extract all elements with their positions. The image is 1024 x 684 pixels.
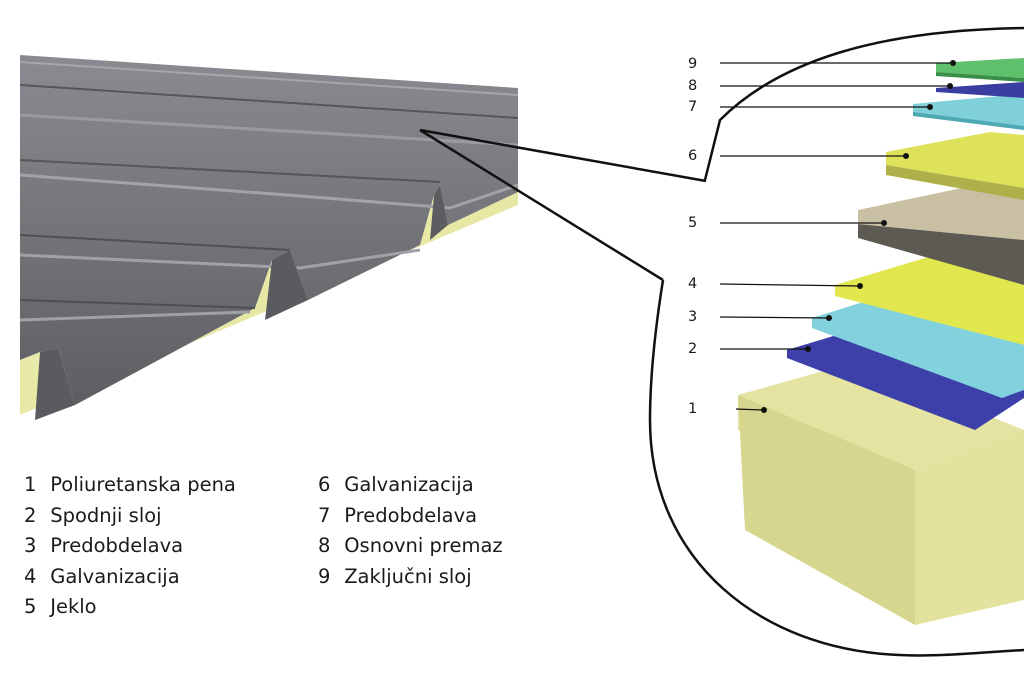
panel-rib-line [19, 159, 441, 183]
layer-3-slab [812, 292, 1024, 398]
panel-rib-line [19, 234, 291, 251]
legend-number: 4 [24, 564, 37, 588]
legend-label: Galvanizacija [344, 473, 474, 496]
panel-rib-line [19, 248, 421, 270]
dot-1 [761, 407, 767, 413]
callout-label-6: 6 [688, 148, 698, 164]
legend-label: Predobdelava [50, 534, 184, 557]
layer-7-edge [913, 112, 1024, 130]
legend-number: 5 [24, 595, 37, 618]
magnifier [419, 26, 1024, 657]
leader-1 [735, 408, 765, 411]
leader-3 [719, 316, 830, 319]
panel-rib-line [19, 61, 519, 96]
legend-item: 1 Poliuretanska pena [24, 470, 236, 501]
legend-label: Osnovni premaz [344, 534, 503, 557]
layer-4-slab [835, 255, 1024, 345]
panel-rib-line [19, 173, 519, 210]
callout-label-8: 8 [688, 78, 698, 94]
dot-4 [857, 283, 863, 289]
callout-label-3: 3 [688, 309, 698, 325]
dot-7 [927, 104, 933, 110]
layer-8-slab [936, 82, 1024, 98]
legend-number: 1 [24, 473, 37, 496]
layer-6-slab [886, 132, 1024, 188]
legend-label: Spodnji sloj [50, 503, 162, 527]
panel-rib [35, 348, 75, 420]
magnifier-outline [648, 26, 1024, 657]
callout-label-1: 1 [688, 401, 698, 417]
legend-number: 9 [318, 564, 331, 588]
legend-number: 2 [24, 503, 37, 527]
legend-label: Poliuretanska pena [50, 473, 236, 496]
layer-9-edge [936, 72, 1024, 82]
callout-label-2: 2 [688, 341, 698, 357]
legend-number: 6 [318, 473, 331, 496]
roof-panel [19, 55, 519, 420]
legend-number: 8 [318, 534, 331, 557]
legend-label: Predobdelava [344, 503, 478, 527]
legend-item: 9 Zaključni sloj [318, 562, 503, 593]
legend-number: 7 [318, 503, 331, 527]
callout-leaders [719, 62, 953, 411]
layer-2-slab [787, 325, 1024, 430]
panel-rib-line [19, 84, 519, 119]
legend-item: 7 Predobdelava [318, 501, 503, 532]
layer-1-foam-side [915, 430, 1024, 625]
legend-label: Jeklo [50, 595, 97, 618]
layer-1-foam-front [738, 395, 915, 625]
panel-metal-surface [20, 55, 518, 405]
legend-column-right: 6 Galvanizacija 7 Predobdelava 8 Osnovni… [318, 470, 503, 592]
callout-dots [761, 60, 956, 413]
legend-column-left: 1 Poliuretanska pena 2 Spodnji sloj 3 Pr… [24, 470, 236, 623]
panel-rib [265, 250, 308, 320]
dot-2 [805, 346, 811, 352]
legend-item: 6 Galvanizacija [318, 470, 503, 501]
layer-5-front [858, 224, 1024, 285]
callout-label-5: 5 [688, 215, 698, 231]
panel-rib [430, 185, 448, 240]
callout-label-4: 4 [688, 276, 698, 292]
legend-item: 8 Osnovni premaz [318, 531, 503, 562]
layer-7-slab [913, 96, 1024, 128]
callout-label-7: 7 [688, 99, 698, 115]
layer-6-edge [886, 165, 1024, 200]
legend-item: 3 Predobdelava [24, 531, 236, 562]
dot-5 [881, 220, 887, 226]
legend-item: 4 Galvanizacija [24, 562, 236, 593]
layer-9-slab [936, 58, 1024, 78]
legend-item: 5 Jeklo [24, 592, 236, 623]
magnifier-connector [419, 128, 664, 282]
panel-rib-line [19, 310, 251, 322]
magnifier-connector [419, 128, 707, 183]
legend-label: Galvanizacija [50, 564, 180, 588]
legend-item: 2 Spodnji sloj [24, 501, 236, 532]
legend-number: 3 [24, 534, 37, 557]
legend-label: Zaključni sloj [344, 564, 472, 588]
dot-6 [903, 153, 909, 159]
leader-4 [719, 283, 861, 287]
dot-3 [826, 315, 832, 321]
callout-label-9: 9 [688, 56, 698, 72]
panel-rib-line [19, 299, 256, 309]
dot-9 [950, 60, 956, 66]
layer-5-top [858, 182, 1024, 240]
dot-8 [947, 83, 953, 89]
